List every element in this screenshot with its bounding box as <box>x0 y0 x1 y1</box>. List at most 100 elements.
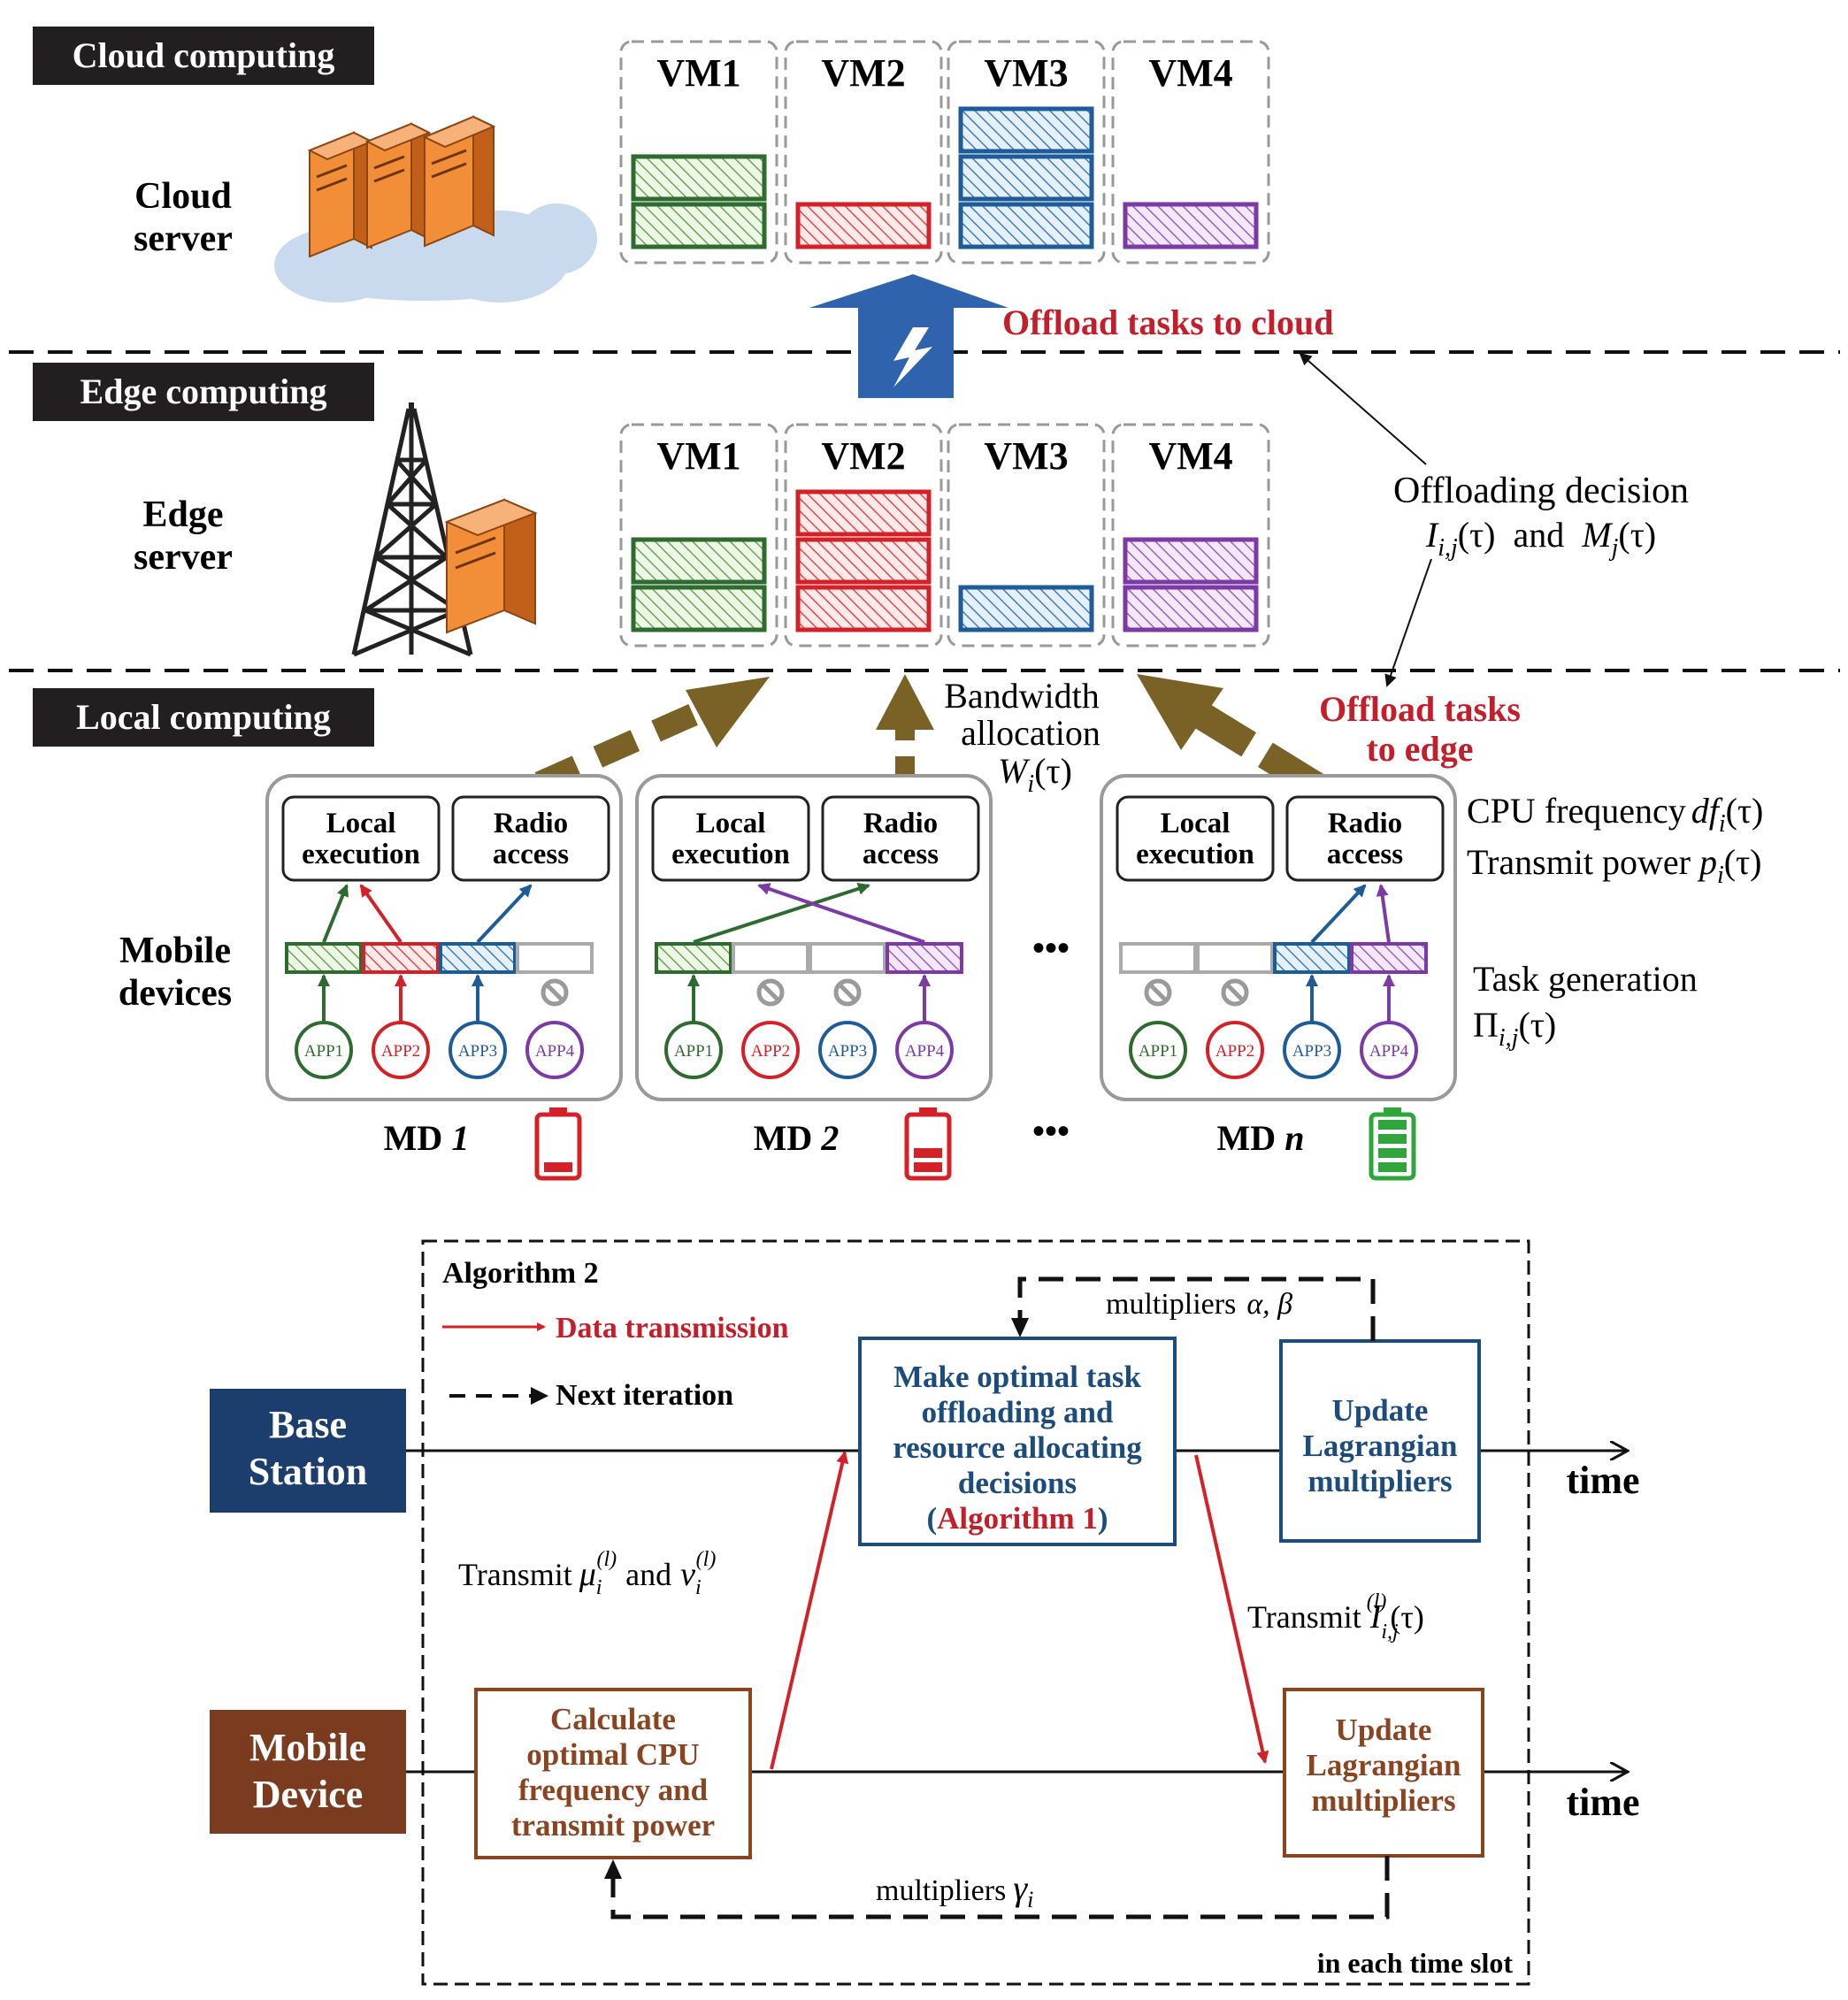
ellipsis-row: ••• <box>1032 928 1070 968</box>
radio-access-box <box>821 795 980 882</box>
svg-text:Station: Station <box>249 1450 367 1493</box>
svg-text:Update: Update <box>1332 1393 1429 1428</box>
app-label: APP1 <box>304 1042 343 1061</box>
cloud-server-icon <box>274 115 597 303</box>
battery-medium-icon <box>904 1107 952 1181</box>
edge-vm-group: VM1 VM2 VM3 VM4 <box>619 423 1270 648</box>
task-queue-slot <box>732 942 809 974</box>
battery-full-icon <box>1369 1107 1416 1181</box>
radio-access-label: Radio <box>494 808 568 839</box>
task-queue-slot <box>1119 942 1197 974</box>
svg-text:Lagrangian: Lagrangian <box>1306 1748 1461 1782</box>
legend-next-iteration: Next iteration <box>449 1379 733 1412</box>
app-circle <box>664 1021 723 1079</box>
app-circle <box>895 1021 954 1079</box>
radio-access-label-2: access <box>1327 839 1403 870</box>
task-queue-slot <box>362 942 440 974</box>
app-circle <box>1283 1021 1341 1079</box>
svg-text:Calculate: Calculate <box>550 1702 676 1736</box>
task-queue-slot <box>1273 942 1351 974</box>
dispatch-arrow <box>1376 884 1391 943</box>
app-label: APP2 <box>381 1042 420 1061</box>
battery-low-icon <box>534 1107 582 1181</box>
task-queue-slot <box>439 942 517 974</box>
edge-vm3: VM3 <box>947 423 1106 648</box>
edge-task-block <box>1123 585 1259 632</box>
svg-text:Lagrangian: Lagrangian <box>1302 1429 1457 1463</box>
radio-access-label-2: access <box>863 839 939 870</box>
radio-access-label: Radio <box>863 808 938 839</box>
app-label: APP4 <box>535 1042 575 1061</box>
svg-text:Data transmission: Data transmission <box>556 1312 789 1345</box>
svg-text:resource allocating: resource allocating <box>893 1430 1142 1465</box>
edge-vm4: VM4 <box>1111 423 1270 648</box>
cloud-vm-label: VM3 <box>984 51 1068 95</box>
edge-task-block <box>631 537 767 585</box>
task-generation-label: Task generation <box>1473 959 1698 999</box>
bandwidth-formula: Wi(τ) <box>998 751 1072 798</box>
legend-data-transmission: Data transmission <box>442 1312 789 1345</box>
edge-task-block <box>795 489 932 537</box>
edge-task-block <box>795 585 932 632</box>
transmit-mu-nu-arrow <box>770 1451 849 1770</box>
task-queue-slot <box>886 942 963 974</box>
transmit-I-arrow <box>1194 1454 1269 1764</box>
iteration-loop-top <box>1011 1276 1376 1341</box>
dispatch-arrow <box>476 884 533 944</box>
app-label: APP4 <box>905 1042 945 1061</box>
cloud-vm4: VM4 <box>1111 40 1270 264</box>
svg-text:(Algorithm 1): (Algorithm 1) <box>926 1501 1108 1536</box>
svg-text:decisions: decisions <box>958 1466 1077 1500</box>
task-queue-slot <box>516 942 594 974</box>
decision-pointer-cloud <box>1299 352 1427 465</box>
app-circle <box>372 1021 430 1079</box>
svg-text:transmit power: transmit power <box>511 1808 715 1843</box>
dispatch-arrow <box>757 883 925 944</box>
edge-computing-label: Edge computing <box>33 363 374 421</box>
svg-text:Base: Base <box>269 1403 347 1446</box>
svg-text:optimal CPU: optimal CPU <box>526 1737 699 1772</box>
app-label: APP2 <box>751 1042 790 1061</box>
local-execution-label: Local <box>326 808 396 839</box>
cloud-task-block <box>795 202 932 249</box>
svg-text:Device: Device <box>253 1773 364 1816</box>
app-circle <box>449 1021 507 1079</box>
edge-task-block <box>795 537 932 585</box>
edge-vm-label: VM1 <box>656 434 740 478</box>
edge-task-block <box>958 585 1094 632</box>
edge-vm1: VM1 <box>619 423 778 648</box>
cloud-task-block <box>958 202 1094 249</box>
app-circle <box>525 1021 584 1079</box>
edge-vm-label: VM2 <box>821 434 905 478</box>
svg-text:Mobile: Mobile <box>249 1726 366 1769</box>
svg-text:Update: Update <box>1336 1713 1432 1747</box>
local-execution-box <box>1116 795 1275 882</box>
time-slot-footer: in each time slot <box>1317 1947 1514 1979</box>
offload-to-edge-label-2: to edge <box>1366 729 1473 769</box>
task-queue-slot <box>285 942 363 974</box>
decision-pointer-edge <box>1384 558 1432 687</box>
local-computing-label: Local computing <box>33 688 374 747</box>
local-execution-label: Local <box>1161 808 1231 839</box>
radio-access-box <box>1285 795 1445 882</box>
cloud-server-label: Cloud <box>134 176 232 217</box>
app-label: APP3 <box>1292 1042 1331 1061</box>
dispatch-arrow <box>359 884 403 944</box>
local-execution-box <box>281 795 441 882</box>
ellipsis-labels: ••• <box>1032 1111 1070 1151</box>
mobile-devices-label-2: devices <box>119 973 232 1014</box>
local-execution-box <box>651 795 810 882</box>
offload-to-cloud-label: Offload tasks to cloud <box>1002 303 1334 342</box>
task-generation-formula: Πi,j(τ) <box>1473 1005 1556 1052</box>
edge-task-block <box>631 585 767 632</box>
edge-vm-label: VM4 <box>1148 434 1232 478</box>
iteration-loop-bottom <box>604 1856 1390 1920</box>
cloud-task-block <box>631 202 767 249</box>
